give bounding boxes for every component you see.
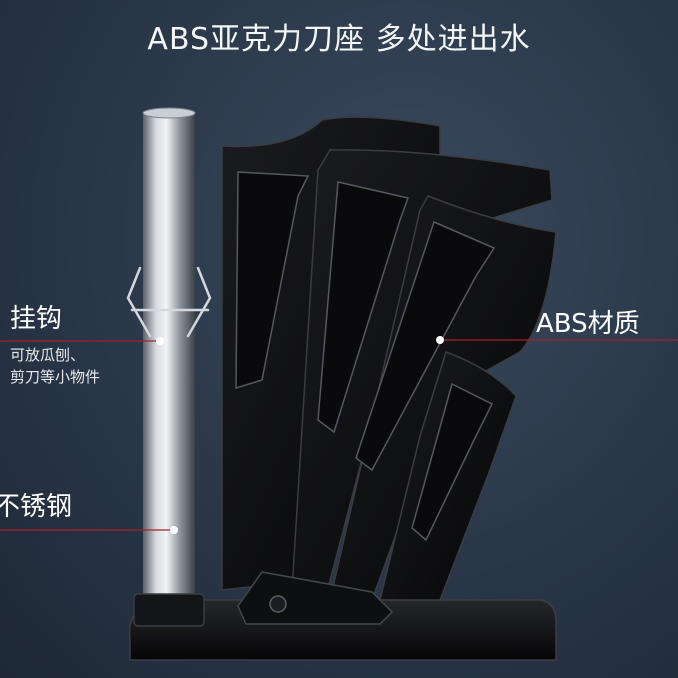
panel-front-cutout <box>411 382 494 542</box>
back-panel-cutout <box>235 171 310 390</box>
wire-hook <box>126 266 212 338</box>
leader-dot-steel <box>170 526 178 534</box>
acrylic-base <box>128 599 557 661</box>
callout-hook: 挂钩 <box>10 304 63 334</box>
headline: ABS亚克力刀座 多处进出水 <box>147 22 531 57</box>
leader-dot-abs <box>436 336 444 344</box>
callout-hook-note-line1: 可放瓜刨、 <box>10 346 86 364</box>
hinge-screw <box>269 595 287 613</box>
panel-two-cutout <box>317 181 409 434</box>
steel-rod <box>143 112 195 600</box>
rod-foot <box>133 593 205 627</box>
leader-dot-hook <box>156 337 164 345</box>
callout-hook-note: 可放瓜刨、 剪刀等小物件 <box>10 344 100 388</box>
panel-three-cutout <box>355 220 496 472</box>
callout-steel: 不锈钢 <box>0 492 73 522</box>
callout-hook-note-line2: 剪刀等小物件 <box>10 368 101 386</box>
callout-material: ABS材质 <box>536 309 640 339</box>
steel-rod-cap <box>142 107 196 119</box>
